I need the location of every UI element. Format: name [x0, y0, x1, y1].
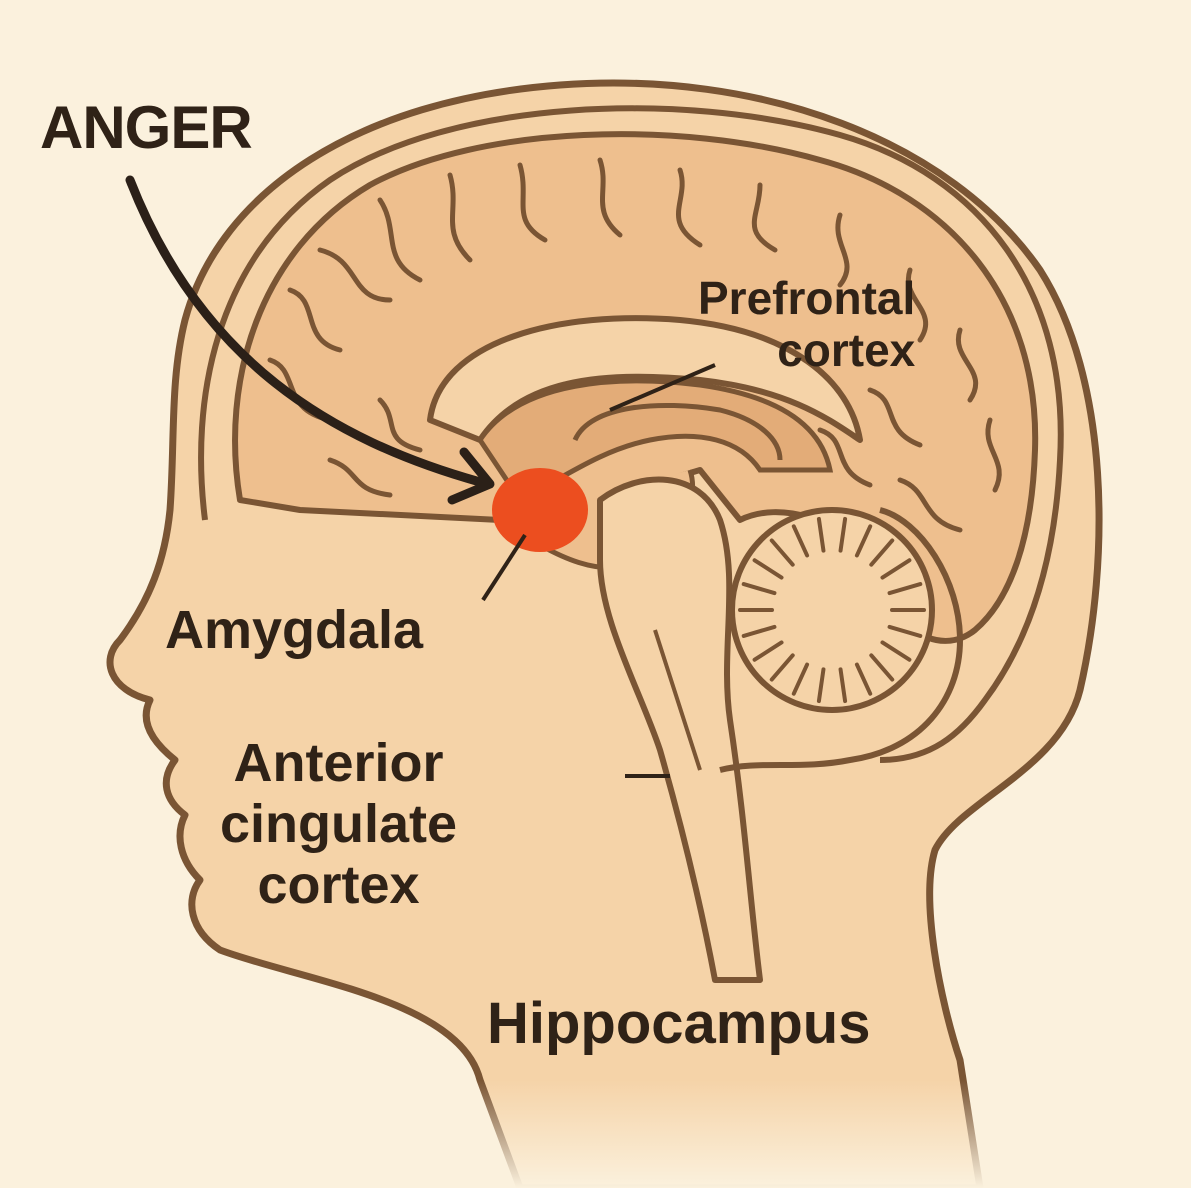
cerebellum-ray — [769, 653, 795, 682]
cerebellum-ray — [838, 667, 848, 704]
anger-arrow — [125, 175, 485, 487]
amygdala-leader-line — [481, 533, 527, 602]
prefrontal-cortex-label: Prefrontal cortex — [698, 272, 915, 376]
cerebellum — [719, 507, 964, 773]
prefrontal-leader-line — [609, 363, 716, 412]
brainstem — [597, 476, 763, 983]
cerebellum-ray — [887, 624, 923, 638]
cerebellum-ray — [880, 558, 912, 580]
cerebellum-ray — [887, 582, 923, 596]
cerebellum-ray — [854, 662, 873, 696]
prefrontal-line-2: cortex — [777, 324, 916, 376]
cerebellum-ray — [880, 640, 912, 662]
cerebellum-ray — [791, 662, 810, 696]
cerebellum-ray — [869, 653, 895, 682]
amygdala-label: Amygdala — [165, 600, 424, 660]
thalamus-region — [476, 378, 834, 504]
cerebellum-ray — [838, 516, 848, 553]
cerebellum-ray — [869, 538, 895, 567]
acc-line-3: cortex — [257, 855, 420, 915]
hippocampus-label: Hippocampus — [487, 991, 871, 1056]
cerebellum-ray — [854, 524, 873, 558]
cerebellum-ray — [752, 558, 784, 580]
acc-line-2: cingulate — [220, 794, 458, 854]
prefrontal-line-1: Prefrontal — [698, 272, 916, 324]
cerebellum-ray — [741, 624, 777, 638]
anger-arrowhead — [447, 447, 495, 505]
limbic-arc — [572, 402, 783, 461]
skull-outline — [198, 105, 1064, 763]
acc-line-1: Anterior — [233, 733, 444, 793]
corpus-callosum — [427, 315, 863, 443]
anger-label: ANGER — [40, 94, 253, 161]
cerebellum-ray — [816, 516, 826, 553]
cerebellum-ray — [752, 640, 784, 662]
anterior-cingulate-cortex-label: Anterior cingulate cortex — [220, 733, 457, 916]
spinal-line — [653, 629, 702, 771]
cerebellum-ray — [769, 538, 795, 567]
cerebellum-ray — [741, 582, 777, 596]
cerebellum-ray — [791, 524, 810, 558]
gyri-folds — [267, 157, 1002, 533]
bottom-fade — [0, 1080, 1191, 1188]
amygdala-highlight — [492, 468, 588, 552]
cerebellum-ray — [816, 667, 826, 704]
